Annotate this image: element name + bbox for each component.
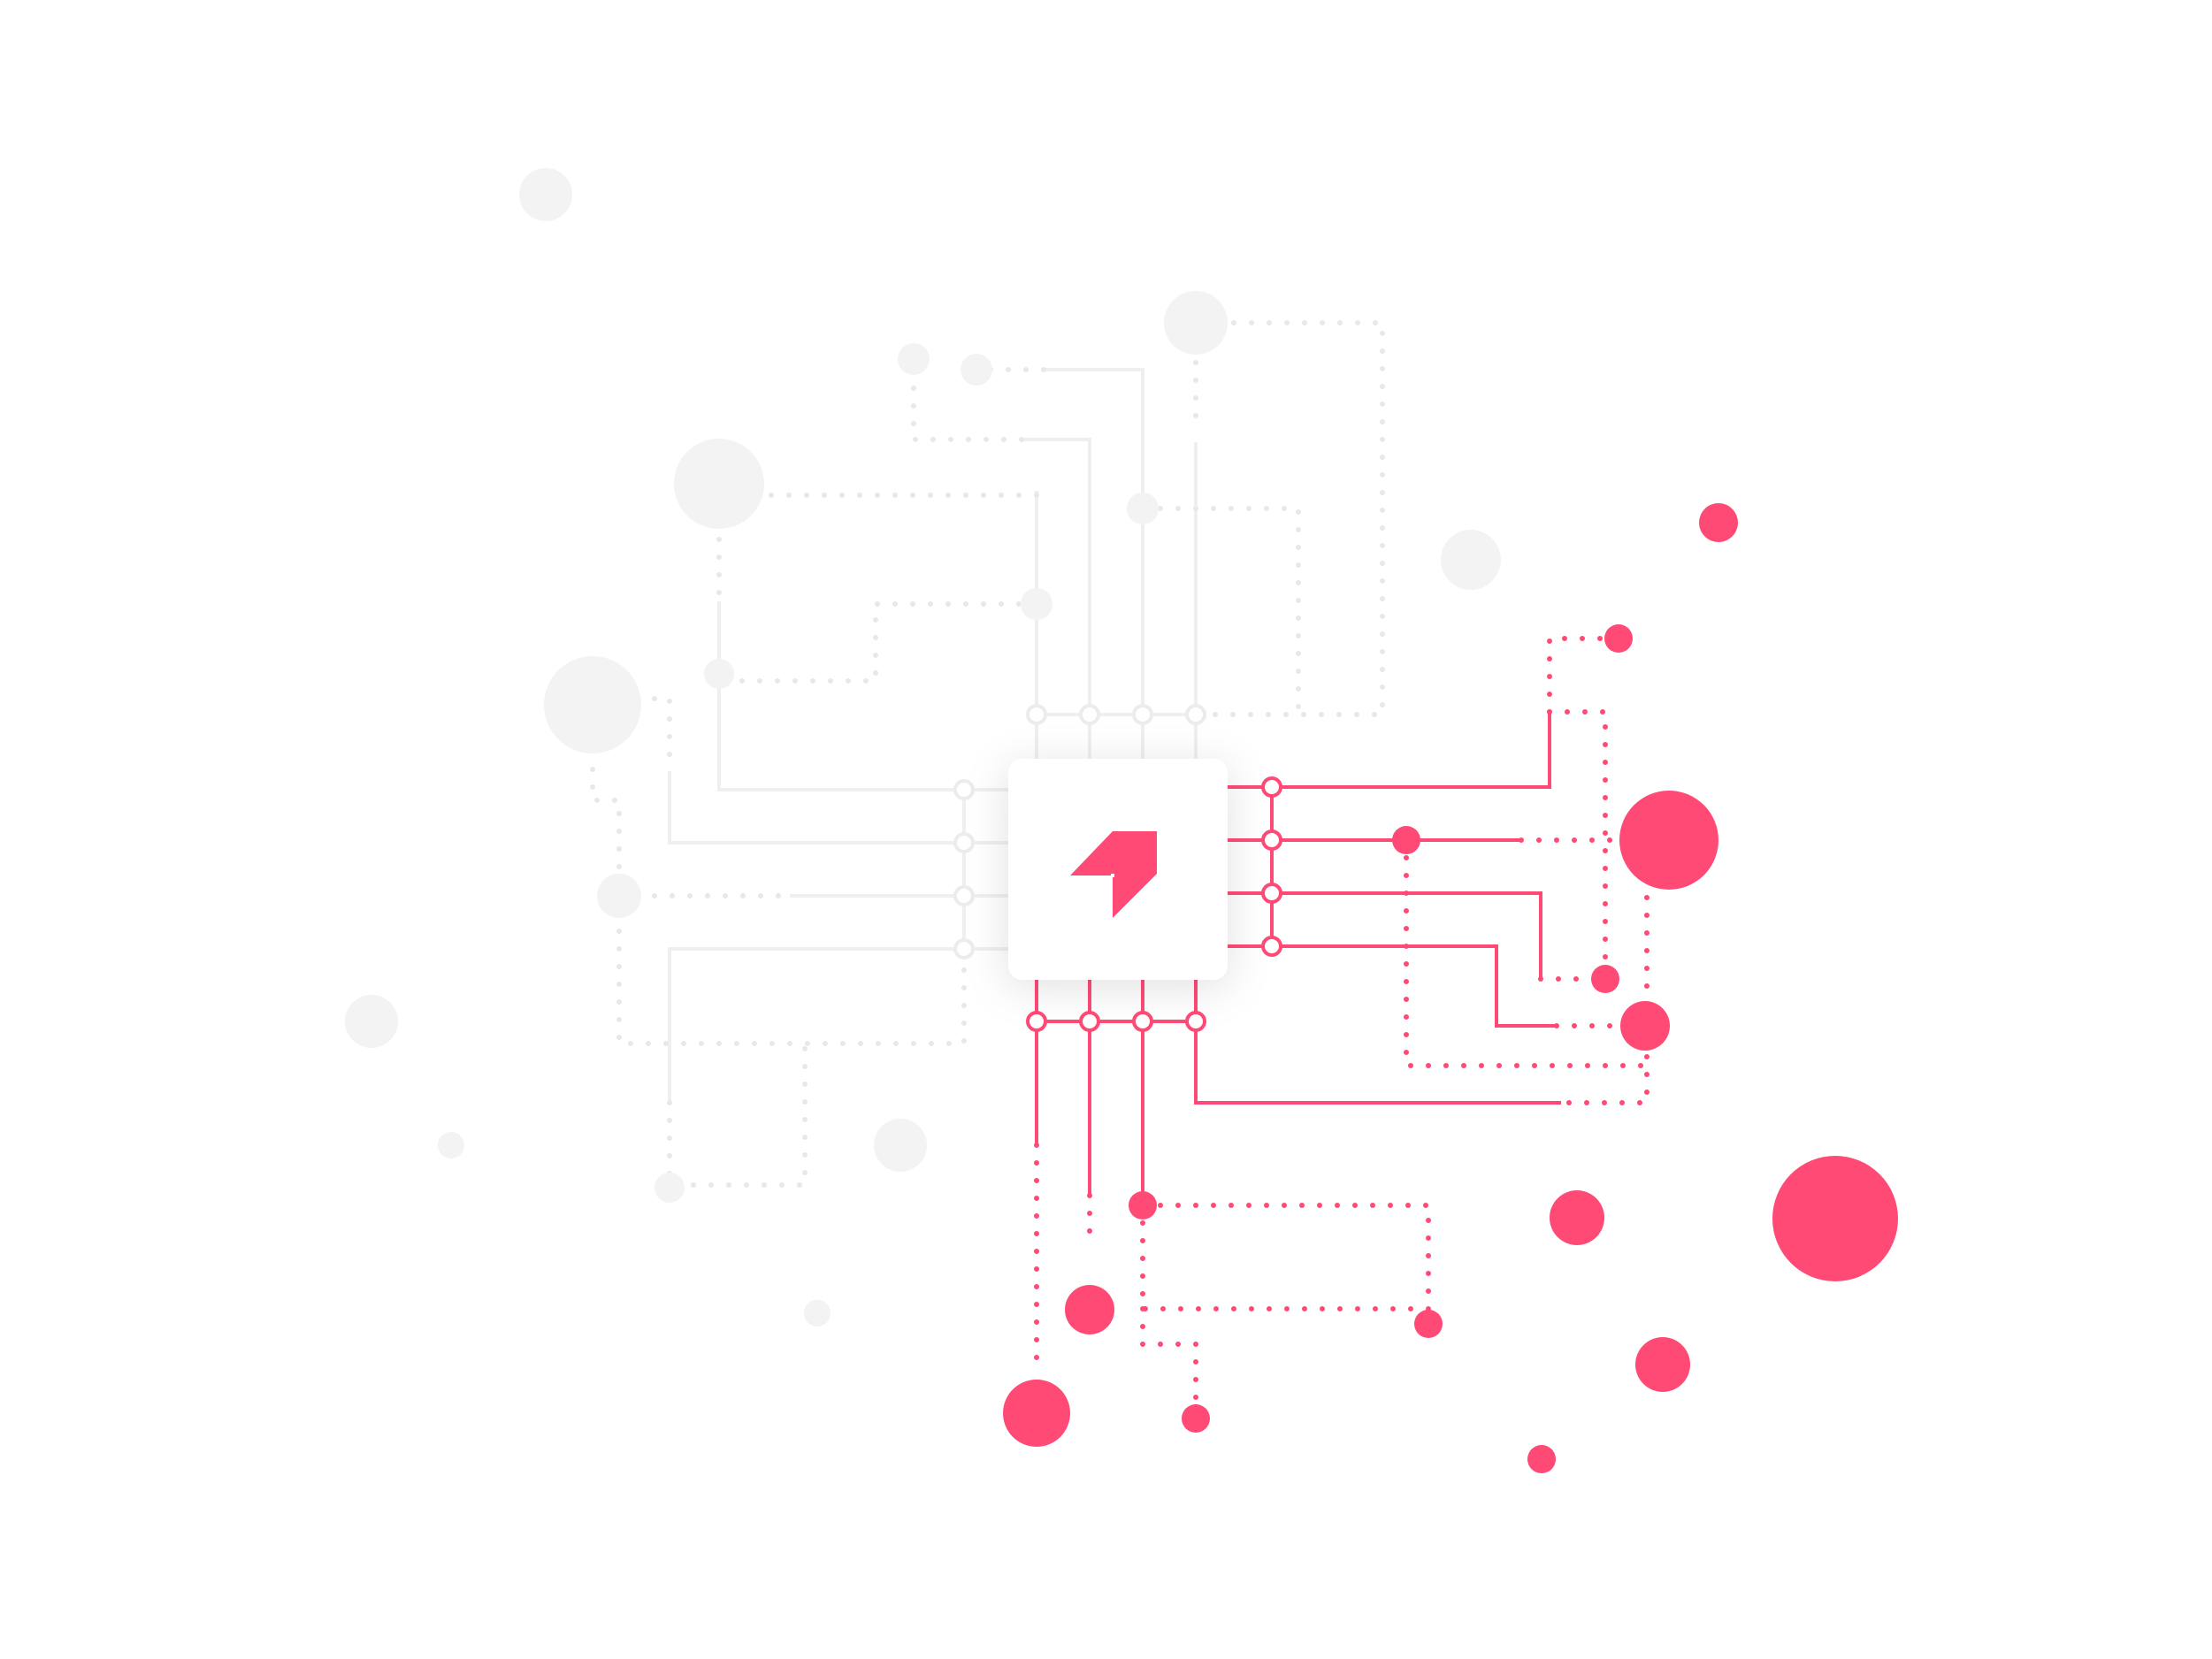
active-nodes [1003, 503, 1898, 1473]
active-dotted-traces [1034, 636, 1670, 1413]
active-traces [1035, 712, 1561, 1205]
inactive-nodes [345, 168, 1501, 1326]
brand-logo-icon [1070, 831, 1157, 918]
inactive-pin-rings [953, 704, 1206, 959]
active-pin-rings [1026, 776, 1282, 1032]
inactive-traces [668, 368, 1198, 1103]
center-chip [1008, 759, 1228, 980]
